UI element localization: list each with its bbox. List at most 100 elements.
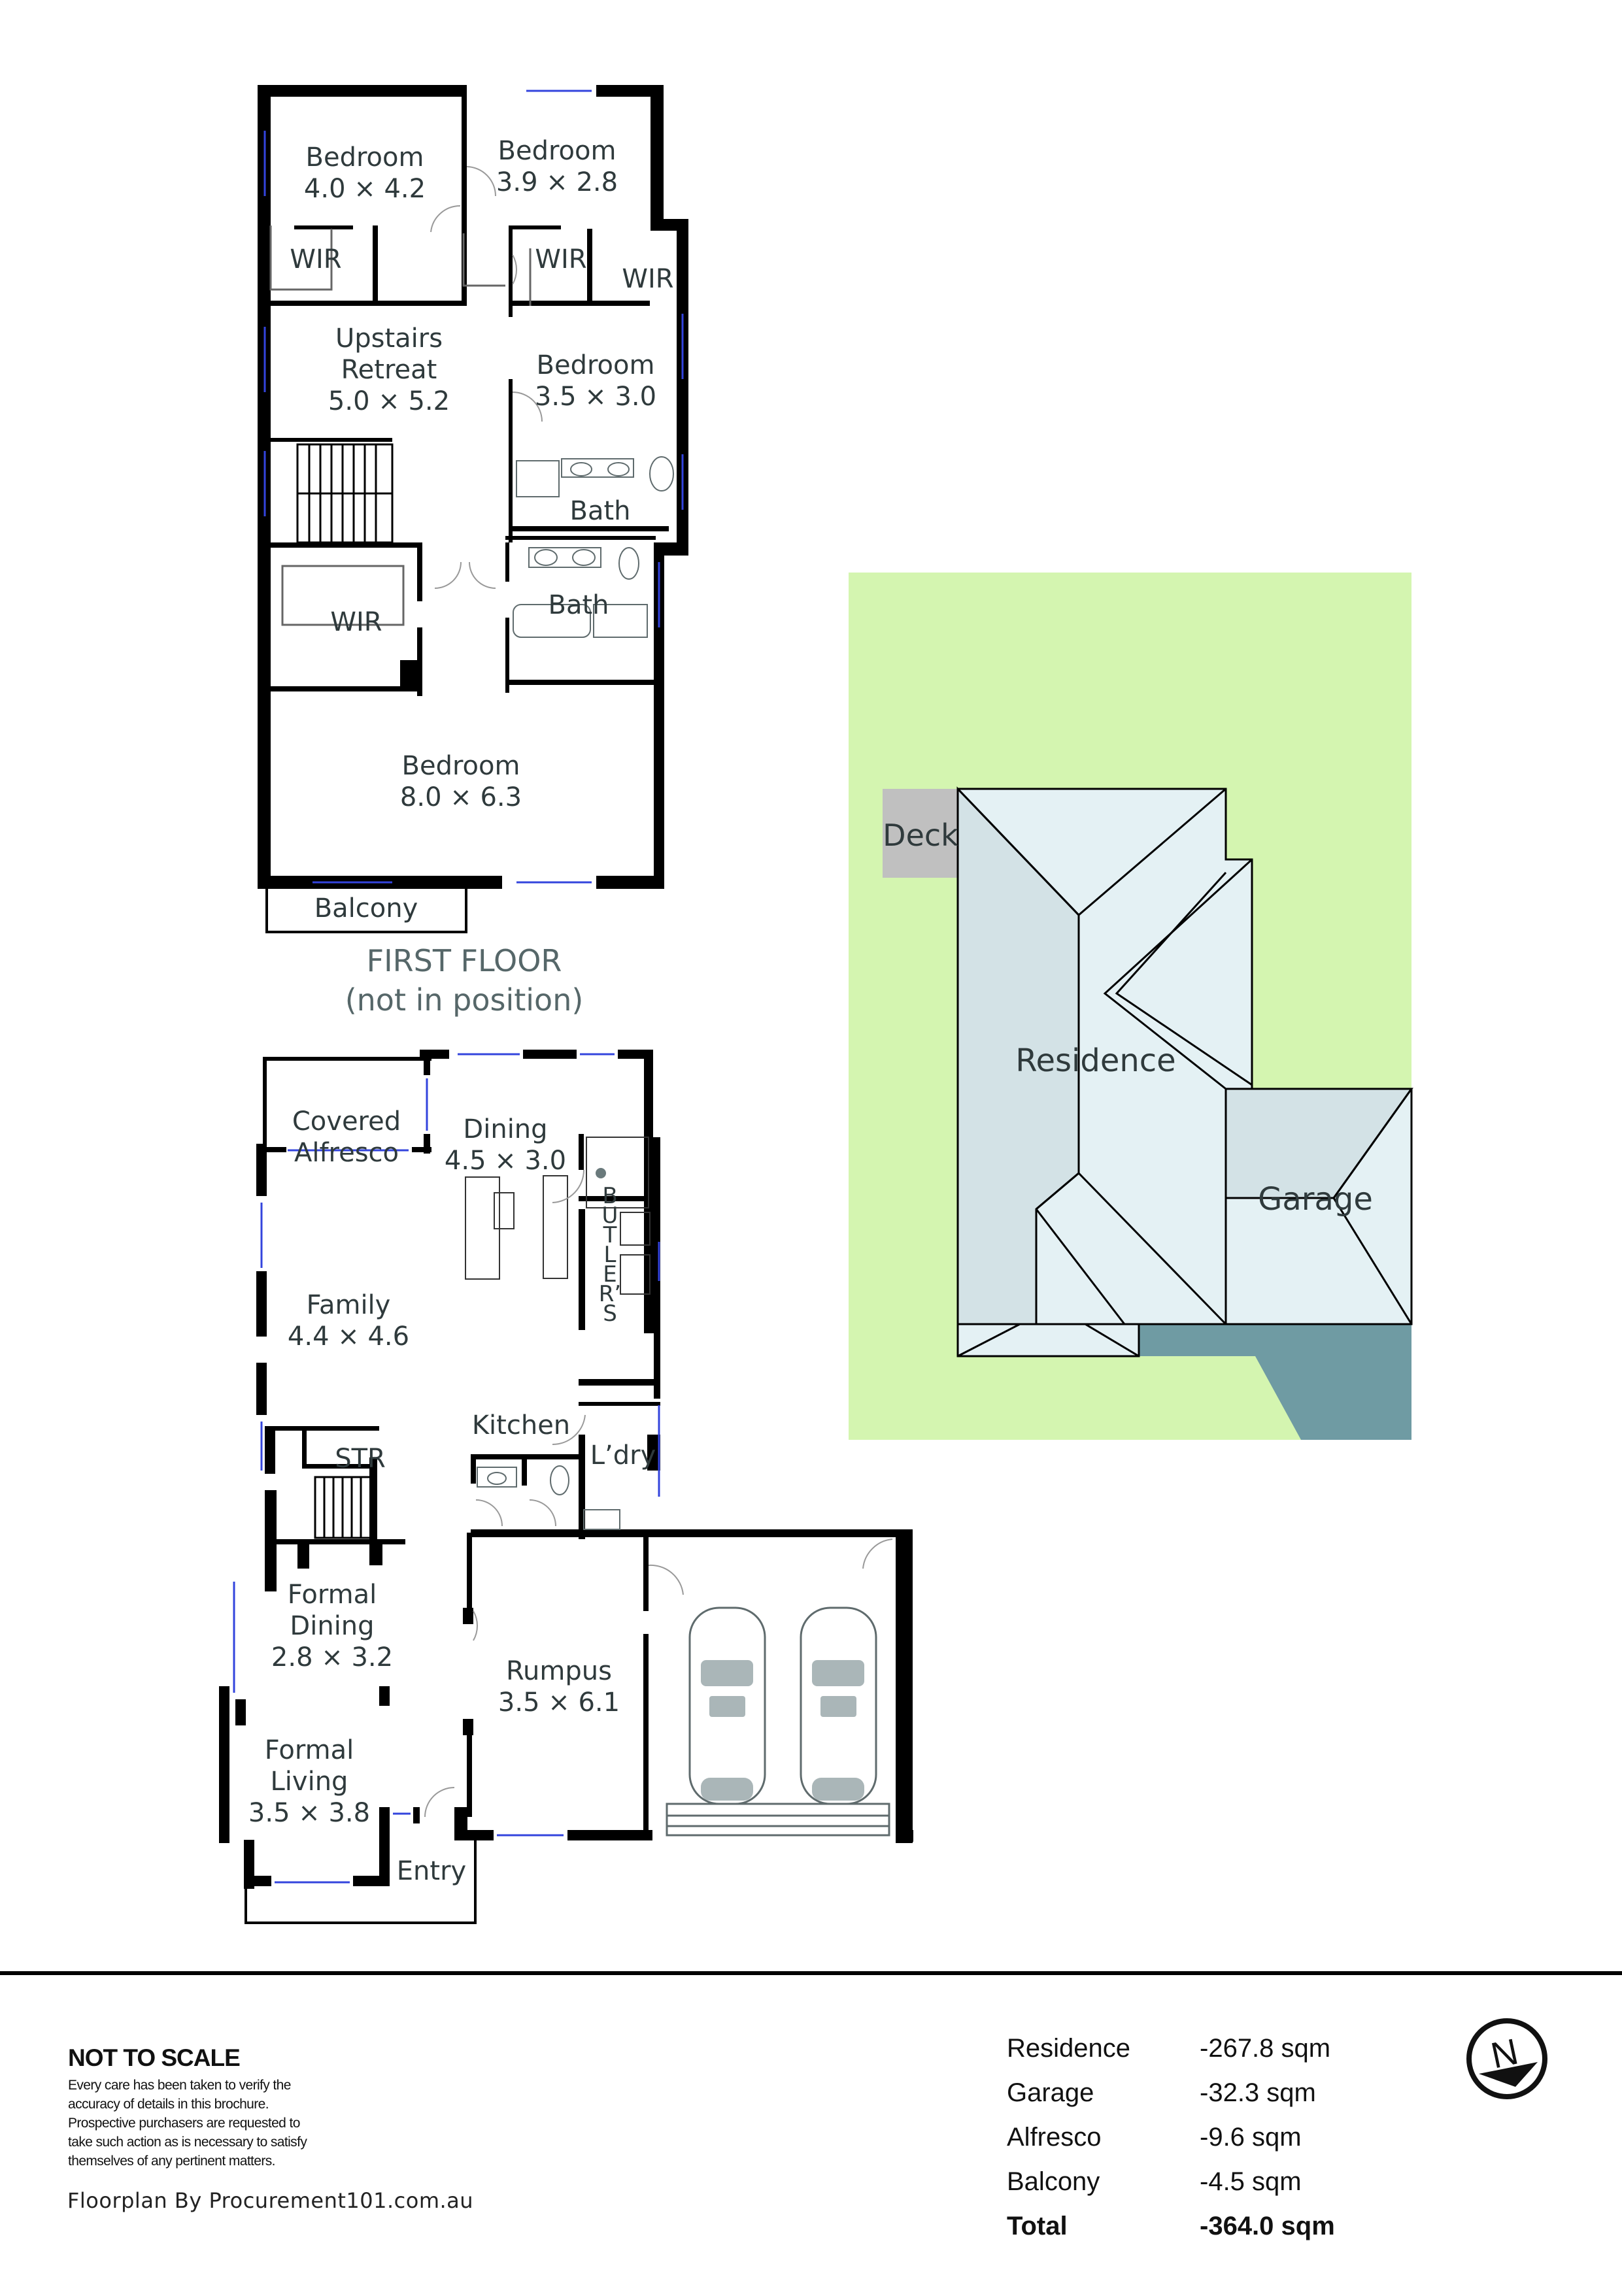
driveway-area xyxy=(1139,1324,1411,1440)
room-name-line2: Alfresco xyxy=(294,1138,399,1168)
butlers-letter: S xyxy=(603,1301,617,1327)
first-floor-plan xyxy=(258,85,688,933)
room-name: STR xyxy=(335,1444,386,1474)
area-label: Alfresco xyxy=(1007,2122,1102,2152)
area-label: Residence xyxy=(1007,2033,1131,2063)
area-summary-table: Residence -267.8 sqm Garage -32.3 sqm Al… xyxy=(1007,2026,1335,2248)
room-name: L’dry xyxy=(590,1440,656,1471)
room-dimensions: 3.9 × 2.8 xyxy=(496,167,618,197)
disclaimer-line: themselves of any pertinent matters. xyxy=(68,2154,276,2169)
room-name: Rumpus xyxy=(506,1656,612,1686)
area-value: -267.8 sqm xyxy=(1200,2033,1331,2063)
room-name: Family xyxy=(306,1290,391,1320)
floor-caption: FIRST FLOOR (not in position) xyxy=(345,941,584,1020)
room-dimensions: 3.5 × 6.1 xyxy=(498,1688,620,1718)
room-name: WIR xyxy=(622,264,674,294)
room-name: Entry xyxy=(396,1856,467,1886)
room-name-line1: Formal xyxy=(264,1735,354,1765)
area-label: Garage xyxy=(1007,2078,1094,2107)
room-wir-1: WIR xyxy=(290,244,341,275)
room-laundry: L’dry xyxy=(590,1440,656,1471)
area-label: Total xyxy=(1007,2211,1068,2240)
area-row-alfresco: Alfresco -9.6 sqm xyxy=(1007,2115,1335,2159)
room-dimensions: 2.8 × 3.2 xyxy=(271,1642,394,1672)
butlers-letter: E xyxy=(603,1261,617,1288)
room-dimensions: 5.0 × 5.2 xyxy=(328,386,450,416)
room-formal-dining: Formal Dining 2.8 × 3.2 xyxy=(271,1579,393,1673)
room-dimensions: 8.0 × 6.3 xyxy=(399,782,522,812)
room-bath-ensuite: Bath xyxy=(549,590,609,621)
disclaimer-line: take such action as is necessary to sati… xyxy=(68,2135,307,2150)
disclaimer-title: NOT TO SCALE xyxy=(68,2044,241,2071)
room-wir-2: WIR xyxy=(535,244,586,275)
site-plan xyxy=(849,573,1413,1440)
room-name: Bath xyxy=(548,590,609,620)
room-store: STR xyxy=(335,1443,386,1474)
room-dimensions: 3.5 × 3.8 xyxy=(248,1798,371,1828)
room-name-line1: Upstairs xyxy=(335,324,443,354)
site-label-deck: Deck xyxy=(883,818,958,853)
room-name: WIR xyxy=(535,244,587,275)
area-value: -364.0 sqm xyxy=(1200,2211,1335,2240)
room-name: Bedroom xyxy=(498,136,617,166)
area-value: -4.5 sqm xyxy=(1200,2167,1302,2196)
area-row-balcony: Balcony -4.5 sqm xyxy=(1007,2159,1335,2204)
room-name-line1: Covered xyxy=(292,1106,401,1137)
room-name: Balcony xyxy=(314,893,418,923)
area-row-total: Total -364.0 sqm xyxy=(1007,2204,1335,2248)
disclaimer-block: NOT TO SCALE Every care has been taken t… xyxy=(68,2044,408,2171)
room-bedroom-3: Bedroom 3.9 × 2.8 xyxy=(496,135,618,198)
room-upstairs-retreat: Upstairs Retreat 5.0 × 5.2 xyxy=(328,323,450,417)
floor-title: FIRST FLOOR xyxy=(366,943,562,978)
room-name-line1: Formal xyxy=(287,1580,377,1610)
site-label-garage: Garage xyxy=(1258,1181,1373,1218)
site-label-residence: Residence xyxy=(1015,1042,1176,1079)
room-bath-1: Bath xyxy=(570,495,631,527)
floorplan-drawing xyxy=(219,85,1413,1924)
room-butlers-pantry: B U T L E R’ S xyxy=(598,1183,622,1327)
area-label: Balcony xyxy=(1007,2167,1100,2196)
room-dining: Dining 4.5 × 3.0 xyxy=(445,1114,566,1176)
floorplan-credit: Floorplan By Procurement101.com.au xyxy=(67,2188,474,2213)
area-row-garage: Garage -32.3 sqm xyxy=(1007,2071,1335,2115)
room-name: Kitchen xyxy=(471,1410,571,1440)
room-name: Dining xyxy=(463,1114,548,1144)
butlers-letter: U xyxy=(601,1203,618,1229)
disclaimer-line: Every care has been taken to verify the xyxy=(68,2078,291,2093)
room-master-bedroom: Bedroom 8.0 × 6.3 xyxy=(400,750,522,813)
room-rumpus: Rumpus 3.5 × 6.1 xyxy=(498,1655,620,1718)
room-dimensions: 4.4 × 4.6 xyxy=(287,1322,410,1352)
ground-floor-plan xyxy=(219,1050,913,1924)
butlers-letter: L xyxy=(603,1242,617,1268)
room-name-line2: Retreat xyxy=(341,355,437,385)
room-name: WIR xyxy=(330,607,382,637)
room-wir-3: WIR xyxy=(622,263,673,295)
room-name-line2: Dining xyxy=(290,1611,375,1641)
room-name-line2: Living xyxy=(270,1767,348,1797)
butlers-letter: B xyxy=(602,1183,618,1209)
room-name: Bedroom xyxy=(401,751,520,781)
room-name: WIR xyxy=(290,244,342,275)
disclaimer-line: Prospective purchasers are requested to xyxy=(68,2116,300,2131)
room-bedroom-2: Bedroom 4.0 × 4.2 xyxy=(304,142,426,205)
room-entry: Entry xyxy=(397,1855,466,1887)
area-value: -9.6 sqm xyxy=(1200,2122,1302,2152)
room-balcony: Balcony xyxy=(314,893,418,924)
room-dimensions: 3.5 × 3.0 xyxy=(534,382,657,412)
room-kitchen: Kitchen xyxy=(472,1410,570,1441)
north-arrow-icon: N xyxy=(1466,2018,1547,2099)
butlers-letter: R’ xyxy=(598,1281,622,1307)
area-value: -32.3 sqm xyxy=(1200,2078,1316,2107)
room-name: Bath xyxy=(569,496,631,526)
room-name: Bedroom xyxy=(305,142,424,173)
disclaimer-line: accuracy of details in this brochure. xyxy=(68,2097,269,2112)
footer-divider xyxy=(0,1971,1622,1975)
butlers-letter: T xyxy=(603,1222,617,1248)
floor-note: (not in position) xyxy=(345,982,584,1018)
room-bedroom-4: Bedroom 3.5 × 3.0 xyxy=(535,350,656,412)
deck-area xyxy=(883,789,958,878)
room-formal-living: Formal Living 3.5 × 3.8 xyxy=(248,1735,370,1829)
room-dimensions: 4.0 × 4.2 xyxy=(303,174,426,204)
room-family: Family 4.4 × 4.6 xyxy=(288,1289,409,1352)
room-wir-master: WIR xyxy=(330,607,382,638)
